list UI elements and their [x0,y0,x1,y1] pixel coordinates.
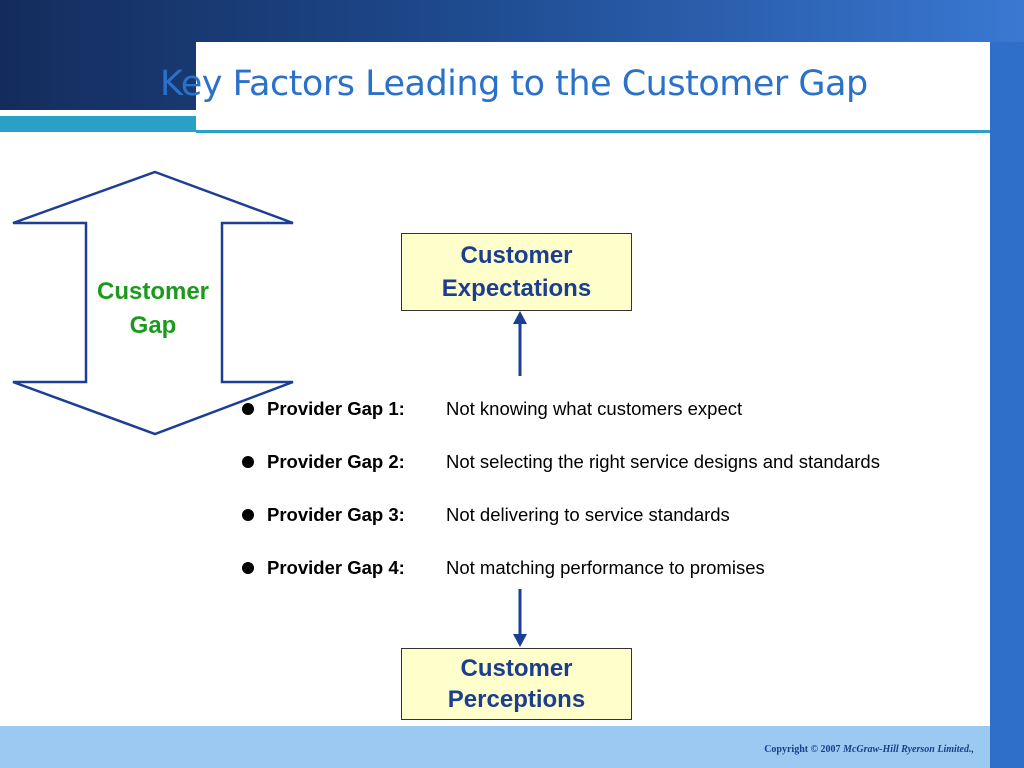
customer-gap-arrow-shape [12,170,294,436]
provider-gap-label: Provider Gap 3: [267,504,405,525]
customer-gap-label: Customer Gap [82,275,224,343]
right-side-bar [990,42,1024,768]
bullet-icon [242,456,254,468]
customer-gap-label-line2: Gap [129,312,177,339]
provider-gap-description: Not knowing what customers expect [446,398,743,419]
customer-perceptions-line2: Perceptions [447,686,586,713]
footer-bar [0,726,990,768]
customer-perceptions-line1: Customer [460,655,573,682]
provider-gap-label: Provider Gap 4: [267,557,405,578]
provider-gap-label: Provider Gap 1: [267,398,405,419]
slide-title: Key Factors Leading to the Customer Gap [160,64,868,104]
arrowhead-down-icon [513,634,527,647]
arrowhead-up-icon [513,311,527,324]
title-panel [196,42,990,130]
copyright-prefix: Copyright © 2007 [764,744,841,755]
bullet-icon [242,509,254,521]
customer-expectations-line2: Expectations [441,275,592,302]
customer-perceptions-box: Customer Perceptions [401,648,632,720]
customer-gap-label-line1: Customer [96,278,210,305]
bullet-icon [242,562,254,574]
copyright-publisher: McGraw-Hill Ryerson Limited., [843,744,974,755]
title-underline [196,130,990,133]
provider-gap-description: Not matching performance to promises [446,557,765,578]
double-headed-arrow-icon [12,170,294,436]
provider-gap-label: Provider Gap 2: [267,451,405,472]
header-accent-stripe [0,116,196,132]
customer-expectations-box: Customer Expectations [401,233,632,311]
copyright-notice: Copyright © 2007 McGraw-Hill Ryerson Lim… [764,744,974,755]
provider-gap-description: Not selecting the right service designs … [446,451,880,472]
customer-expectations-line1: Customer [460,242,573,269]
bullet-icon [242,403,254,415]
provider-gap-description: Not delivering to service standards [446,504,730,525]
